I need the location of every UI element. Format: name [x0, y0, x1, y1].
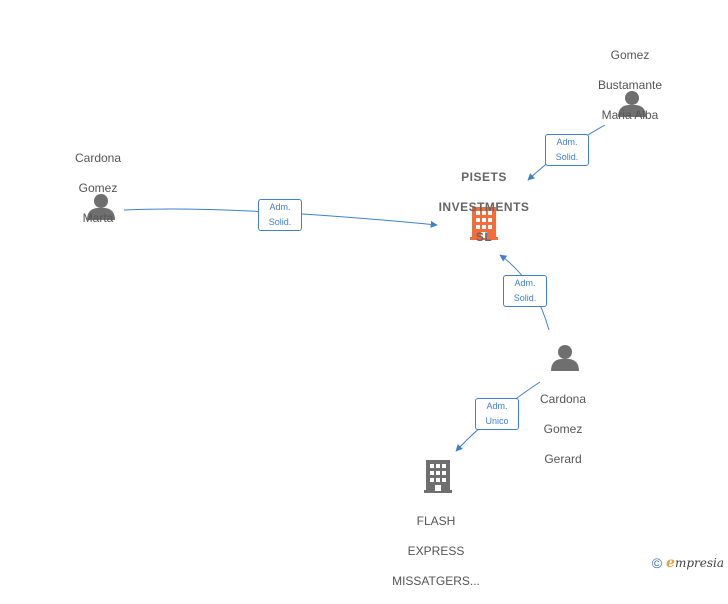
brand-logo: empresia — [666, 555, 724, 571]
copyright-icon: © — [651, 555, 663, 571]
person-icon[interactable] — [551, 345, 579, 371]
person-name-line: Gomez — [78, 181, 118, 195]
main-company-label[interactable]: PISETS INVESTMENTS SL — [426, 155, 542, 260]
edge-label-line: Solid. — [513, 293, 537, 303]
relationship-graph — [87, 91, 646, 493]
person-name-line: Gomez — [610, 48, 650, 62]
main-company-line: INVESTMENTS — [438, 200, 530, 214]
edge-label-line: Adm. — [514, 278, 536, 288]
edge-label-gomez-to-main: Adm. Solid. — [545, 134, 589, 166]
person-icon[interactable] — [87, 194, 115, 220]
company-flash-label[interactable]: FLASH EXPRESS MISSATGERS... — [378, 499, 494, 604]
person-marta-label[interactable]: Cardona Gomez Marta — [53, 136, 143, 241]
person-name-line: Bustamante — [597, 78, 663, 92]
edge-label-line: Solid. — [268, 217, 292, 227]
edge-label-line: Solid. — [555, 152, 579, 162]
person-name-line: Maria Alba — [601, 108, 659, 122]
company-name-line: MISSATGERS... — [392, 574, 480, 588]
company-name-line: EXPRESS — [407, 544, 465, 558]
edge-label-line: Adm. — [486, 401, 508, 411]
edge-label-line: Unico — [485, 416, 509, 426]
company-name-line: FLASH — [416, 514, 456, 528]
person-gerard-label[interactable]: Cardona Gomez Gerard — [518, 377, 608, 482]
footer-brand: © empresia — [652, 555, 724, 571]
person-name-line: Gerard — [544, 452, 582, 466]
edge-marta-to-main — [123, 208, 438, 228]
edge-label-marta-to-main: Adm. Solid. — [258, 199, 302, 231]
person-icon[interactable] — [618, 91, 646, 117]
main-company-line: SL — [475, 230, 493, 244]
person-name-line: Gomez — [543, 422, 583, 436]
building-icon[interactable] — [470, 207, 498, 240]
person-name-line: Marta — [82, 211, 114, 225]
building-icon[interactable] — [424, 460, 452, 493]
edge-label-gerard-to-flash: Adm. Unico — [475, 398, 519, 430]
brand-initial: e — [666, 555, 675, 571]
brand-rest: mpresia — [674, 556, 724, 570]
person-gomez-label[interactable]: Gomez Bustamante Maria Alba — [580, 33, 680, 138]
person-name-line: Cardona — [539, 392, 587, 406]
edge-label-line: Adm. — [269, 202, 291, 212]
person-name-line: Cardona — [74, 151, 122, 165]
edge-label-line: Adm. — [556, 137, 578, 147]
main-company-line: PISETS — [461, 170, 507, 184]
edge-label-gerard-to-main: Adm. Solid. — [503, 275, 547, 307]
